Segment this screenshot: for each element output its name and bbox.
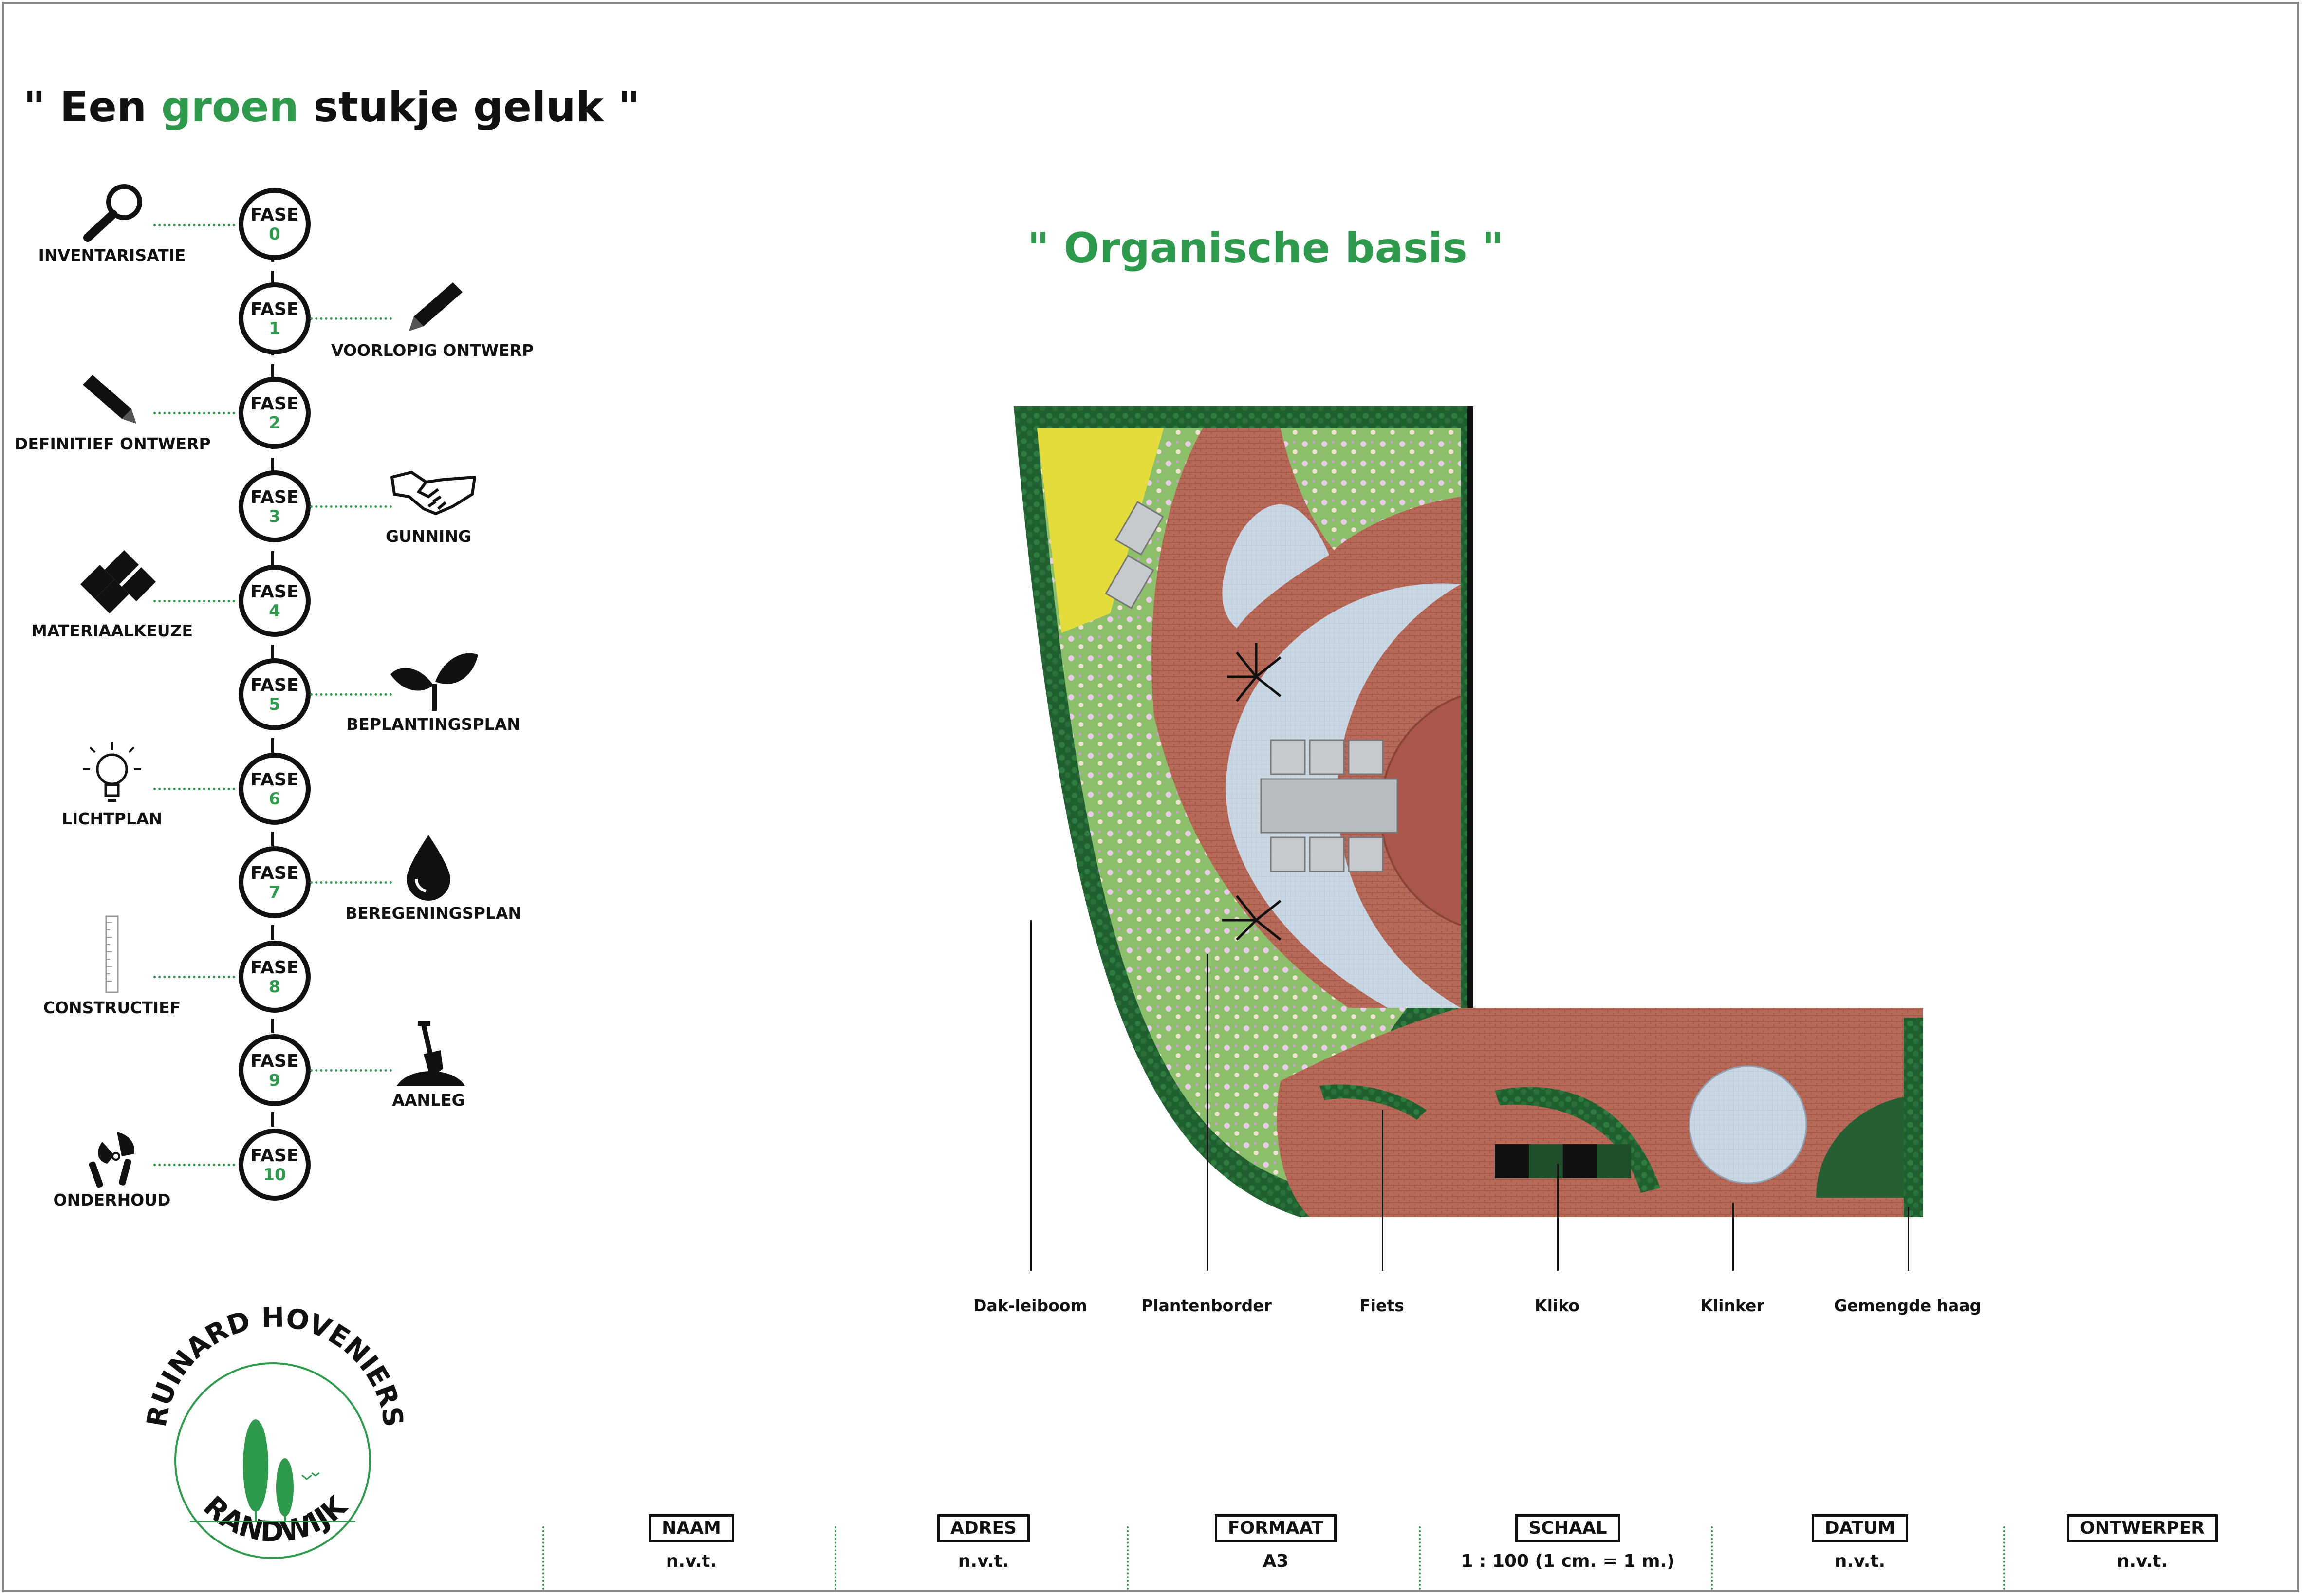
svg-text:RUINARD HOVENIERS: RUINARD HOVENIERS — [146, 1305, 404, 1429]
phase-0-connector — [153, 224, 235, 226]
espalier-tree — [1222, 643, 1282, 941]
phase-2-label: DEFINITIEF ONTWERP — [15, 434, 211, 453]
bins — [1495, 1144, 1631, 1178]
phase-2-connector — [153, 412, 235, 414]
legend-klinker: Klinker — [1700, 1296, 1764, 1315]
phase-6-connector — [153, 788, 235, 790]
phase-10-label: ONDERHOUD — [53, 1190, 171, 1209]
lightbulb-icon — [83, 742, 141, 802]
phase-3-label: GUNNING — [385, 527, 472, 546]
legend-kliko: Kliko — [1535, 1296, 1579, 1315]
phase-7-label: BEREGENINGSPLAN — [345, 904, 522, 923]
leader-line-fiets — [1382, 1110, 1383, 1271]
phase-5-label: BEPLANTINGSPLAN — [346, 715, 520, 734]
bricks-icon — [80, 550, 156, 613]
footer-separator — [1711, 1526, 1713, 1590]
leader-line-kliko — [1557, 1164, 1559, 1271]
sprout-icon — [390, 653, 478, 711]
leader-line-klinker — [1732, 1203, 1734, 1271]
phase-0-label: INVENTARISATIE — [38, 246, 186, 265]
page-title: " Een groen stukje geluk " — [23, 83, 640, 131]
legend-gemengde-haag: Gemengde haag — [1834, 1296, 1982, 1315]
footer-separator — [1127, 1526, 1129, 1590]
ruler-icon — [105, 915, 119, 993]
title-highlight: groen — [161, 83, 299, 131]
round-paving — [1689, 1065, 1807, 1184]
logo-top-text: RUINARD HOVENIERS — [146, 1305, 404, 1429]
plan-title: " Organische basis " — [1027, 224, 1504, 273]
phase-6-label: LICHTPLAN — [61, 809, 163, 828]
leader-line-dak-leiboom — [1030, 920, 1032, 1271]
phase-4-connector — [153, 600, 235, 602]
leader-line-gemengde-haag — [1908, 1207, 1909, 1271]
legend-dak-leiboom: Dak-leiboom — [973, 1296, 1087, 1315]
leader-line-plantenborder — [1207, 954, 1208, 1271]
phase-8-connector — [153, 976, 235, 978]
terrace — [1380, 696, 1461, 925]
footer-separator — [2003, 1526, 2005, 1590]
water-drop-icon — [407, 835, 450, 901]
handshake-icon — [390, 471, 476, 515]
company-logo: RUINARD HOVENIERS RANDWIJK — [146, 1305, 404, 1559]
footer-separator — [835, 1526, 836, 1590]
phase-1-label: VOORLOPIG ONTWERP — [331, 341, 534, 360]
paving-circle — [1226, 583, 1461, 1008]
phase-5-connector — [310, 693, 392, 696]
legend-fiets: Fiets — [1359, 1296, 1404, 1315]
phase-9-label: AANLEG — [392, 1091, 465, 1110]
footer-separator — [542, 1526, 544, 1590]
pencil-icon — [409, 282, 463, 331]
phase-8-label: CONSTRUCTIEF — [43, 998, 181, 1017]
footer-separator — [1419, 1526, 1421, 1590]
phase-4-label: MATERIAALKEUZE — [31, 621, 193, 640]
pruning-shears-icon — [89, 1132, 134, 1188]
phase-3-connector — [310, 505, 392, 508]
garden-plan — [1014, 406, 1923, 1217]
phase-9-connector — [310, 1069, 392, 1072]
dining-set — [1260, 739, 1398, 872]
shovel-icon — [397, 1021, 465, 1086]
phase-1-connector — [310, 317, 392, 320]
pencil-icon — [83, 375, 136, 424]
legend-plantenborder: Plantenborder — [1141, 1296, 1272, 1315]
phase-10-connector — [153, 1164, 235, 1166]
magnifier-icon — [83, 184, 142, 242]
phase-7-connector — [310, 881, 392, 884]
